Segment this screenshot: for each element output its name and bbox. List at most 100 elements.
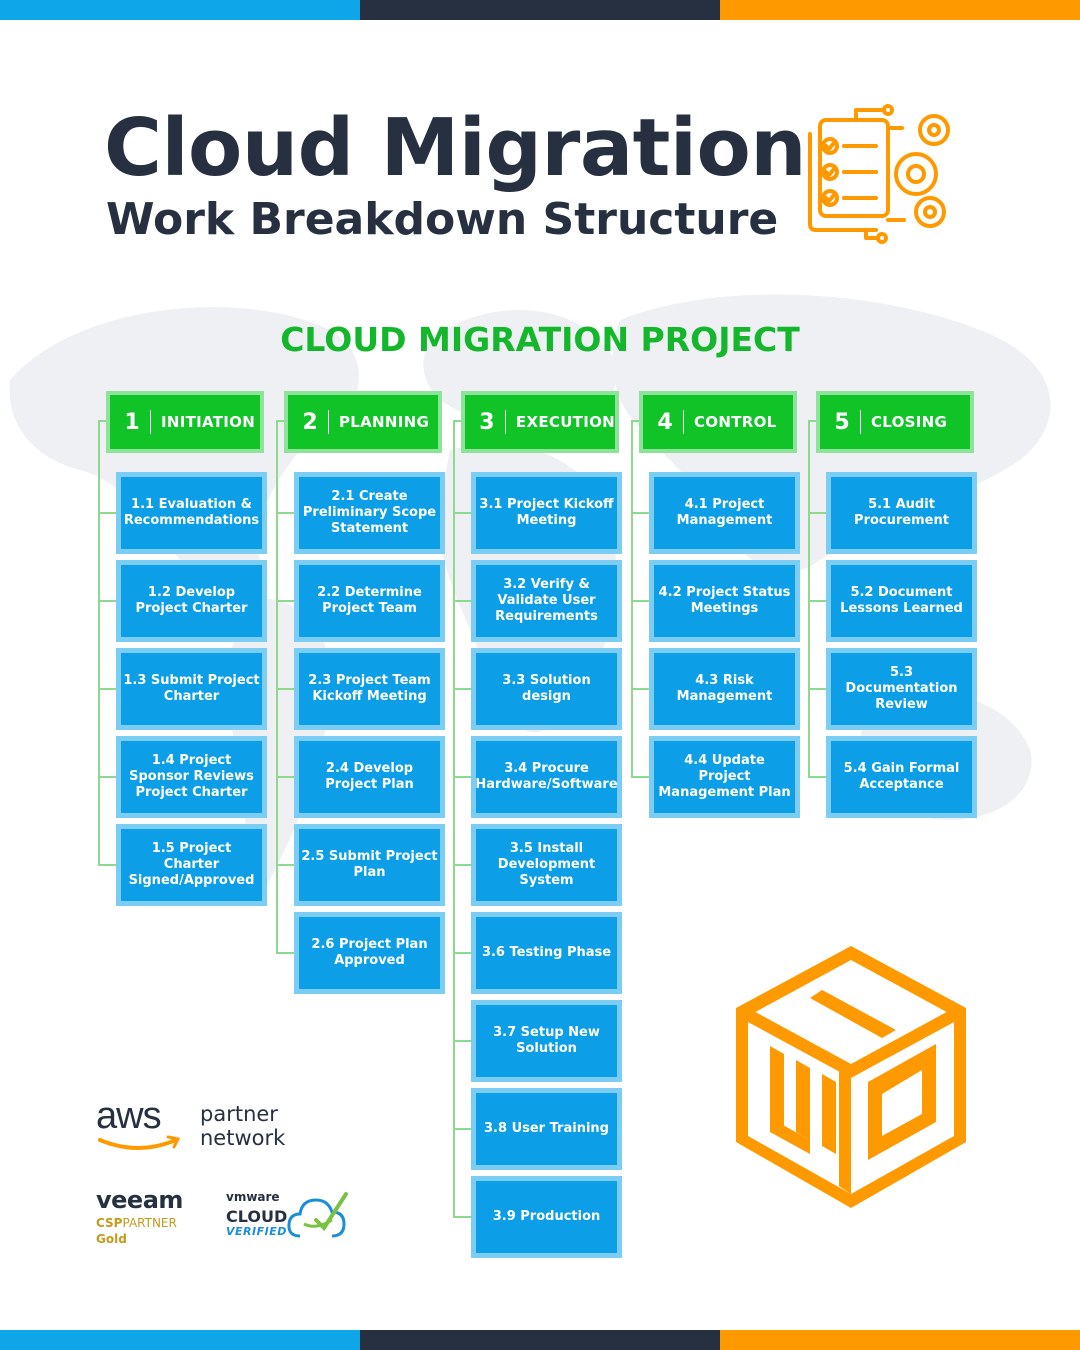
- task-box: 1.4 Project Sponsor Reviews Project Char…: [116, 736, 267, 818]
- phase-label: CLOSING: [871, 413, 948, 431]
- task-box: 4.3 Risk Management: [649, 648, 800, 730]
- connector-branch: [808, 512, 826, 514]
- connector-branch: [98, 688, 116, 690]
- phase-divider: [683, 410, 684, 434]
- top-bar-orange: [720, 0, 1080, 20]
- connector-branch: [453, 1216, 471, 1218]
- phase-label: PLANNING: [339, 413, 430, 431]
- phase-number: 5: [834, 409, 850, 435]
- connector-branch: [276, 864, 294, 866]
- task-box: 4.4 Update Project Management Plan: [649, 736, 800, 818]
- connector-branch: [453, 688, 471, 690]
- task-box: 3.5 Install Development System: [471, 824, 622, 906]
- connector-vertical: [631, 420, 633, 777]
- task-box: 5.2 Document Lessons Learned: [826, 560, 977, 642]
- veeam-csp-text: CSP: [96, 1216, 123, 1230]
- connector-branch: [631, 688, 649, 690]
- vmware-verified-text: VERIFIED: [226, 1225, 287, 1238]
- connector-branch: [453, 1128, 471, 1130]
- phase-label: CONTROL: [694, 413, 777, 431]
- aws-logo: aws partner network: [96, 1096, 296, 1166]
- connector-branch: [631, 776, 649, 778]
- phase-number: 3: [479, 409, 495, 435]
- task-box: 3.1 Project Kickoff Meeting: [471, 472, 622, 554]
- top-bar-dark: [360, 0, 720, 20]
- task-box: 2.2 Determine Project Team: [294, 560, 445, 642]
- aws-partner-text: partner: [200, 1102, 278, 1126]
- phase-divider: [860, 410, 861, 434]
- connector-branch: [98, 864, 116, 866]
- page-title: Cloud Migration: [104, 102, 807, 194]
- aws-network-text: network: [200, 1126, 286, 1150]
- task-box: 2.6 Project Plan Approved: [294, 912, 445, 994]
- connector-branch: [98, 600, 116, 602]
- connector-header: [631, 420, 639, 422]
- connector-branch: [276, 600, 294, 602]
- connector-branch: [98, 512, 116, 514]
- task-box: 2.3 Project Team Kickoff Meeting: [294, 648, 445, 730]
- phase-number: 1: [124, 409, 140, 435]
- task-box: 1.1 Evaluation & Recommendations: [116, 472, 267, 554]
- cube-logo-icon: [736, 946, 966, 1208]
- task-box: 3.3 Solution design: [471, 648, 622, 730]
- connector-branch: [808, 688, 826, 690]
- phase-number: 2: [302, 409, 318, 435]
- task-box: 1.3 Submit Project Charter: [116, 648, 267, 730]
- phase-number: 4: [657, 409, 673, 435]
- veeam-gold-text: Gold: [96, 1232, 127, 1246]
- veeam-partner-text: PARTNER: [122, 1216, 177, 1230]
- phase-header-control: 4 CONTROL: [639, 391, 797, 453]
- phase-divider: [504, 410, 506, 434]
- task-box: 4.1 Project Management: [649, 472, 800, 554]
- cloud-check-icon: [287, 1192, 348, 1238]
- connector-vertical: [98, 420, 100, 865]
- task-box: 5.3 Documentation Review: [826, 648, 977, 730]
- connector-header: [808, 420, 816, 422]
- vmware-cloud-text: CLOUD: [226, 1207, 288, 1226]
- connector-vertical: [453, 420, 455, 1217]
- connector-branch: [98, 776, 116, 778]
- connector-branch: [453, 864, 471, 866]
- connector-header: [98, 420, 106, 422]
- phase-divider: [150, 410, 151, 434]
- project-title: CLOUD MIGRATION PROJECT: [280, 320, 800, 359]
- vmware-logo: vmware CLOUD VERIFIED: [226, 1190, 356, 1250]
- top-bar-blue: [0, 0, 360, 20]
- task-box: 5.1 Audit Procurement: [826, 472, 977, 554]
- vmware-wordmark: vmware: [226, 1190, 280, 1204]
- connector-branch: [276, 512, 294, 514]
- task-box: 2.5 Submit Project Plan: [294, 824, 445, 906]
- bottom-bar-dark: [360, 1330, 720, 1350]
- phase-label: EXECUTION: [515, 413, 615, 431]
- connector-header: [453, 420, 461, 422]
- connector-branch: [808, 776, 826, 778]
- connector-branch: [453, 776, 471, 778]
- phase-header-closing: 5 CLOSING: [816, 391, 974, 453]
- connector-branch: [453, 1040, 471, 1042]
- task-box: 1.5 Project Charter Signed/Approved: [116, 824, 267, 906]
- task-box: 5.4 Gain Formal Acceptance: [826, 736, 977, 818]
- connector-header: [276, 420, 284, 422]
- task-box: 1.2 Develop Project Charter: [116, 560, 267, 642]
- connector-branch: [631, 600, 649, 602]
- phase-divider: [328, 410, 329, 434]
- connector-branch: [276, 776, 294, 778]
- checklist-gears-icon: [808, 104, 950, 244]
- connector-branch: [631, 512, 649, 514]
- task-box: 2.1 Create Preliminary Scope Statement: [294, 472, 445, 554]
- connector-vertical: [276, 420, 278, 953]
- bottom-bar-orange: [720, 1330, 1080, 1350]
- task-box: 2.4 Develop Project Plan: [294, 736, 445, 818]
- page-subtitle: Work Breakdown Structure: [106, 194, 779, 245]
- task-box: 3.7 Setup New Solution: [471, 1000, 622, 1082]
- phase-header-execution: 3 EXECUTION: [461, 391, 619, 453]
- task-box: 3.4 Procure Hardware/Software: [471, 736, 622, 818]
- task-box: 3.8 User Training: [471, 1088, 622, 1170]
- connector-branch: [453, 600, 471, 602]
- bottom-bar-blue: [0, 1330, 360, 1350]
- task-box: 3.9 Production: [471, 1176, 622, 1258]
- phase-header-planning: 2 PLANNING: [284, 391, 442, 453]
- connector-branch: [453, 952, 471, 954]
- connector-branch: [453, 512, 471, 514]
